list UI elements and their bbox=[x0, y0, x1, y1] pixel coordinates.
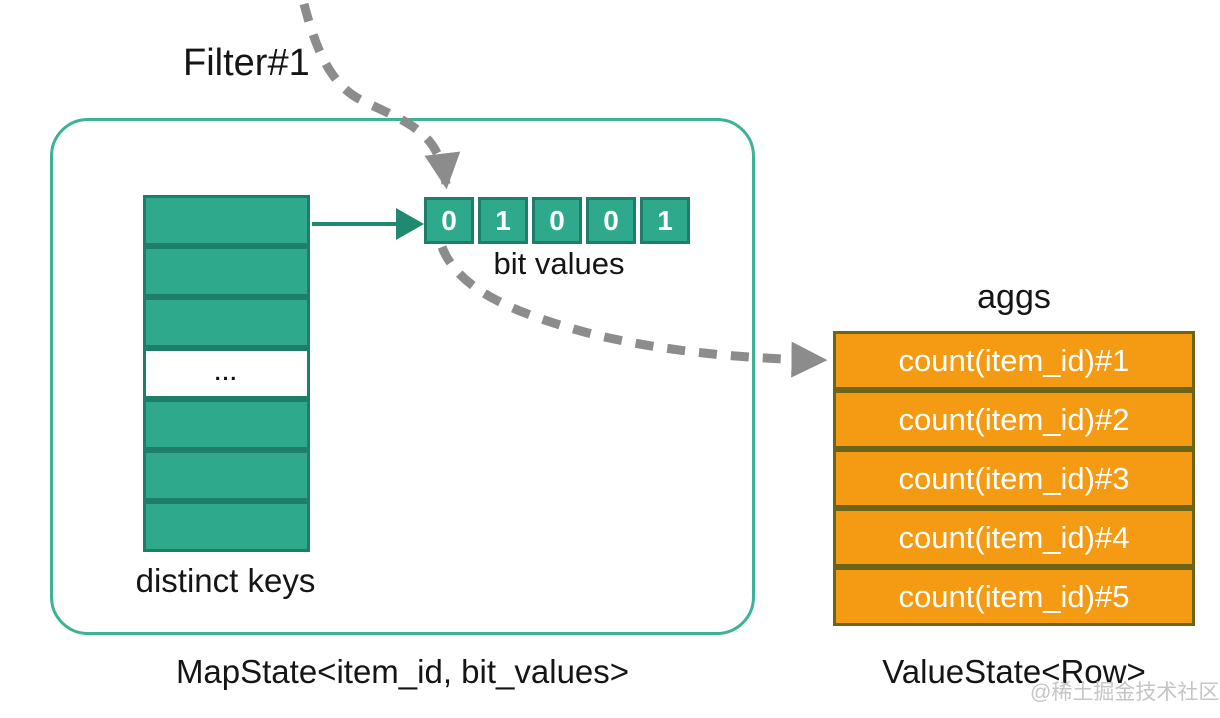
aggs-stack: count(item_id)#1 count(item_id)#2 count(… bbox=[833, 331, 1195, 626]
agg-row: count(item_id)#5 bbox=[833, 567, 1195, 626]
bit-cell: 0 bbox=[424, 197, 474, 244]
aggs-label: aggs bbox=[977, 278, 1051, 316]
agg-row: count(item_id)#3 bbox=[833, 449, 1195, 508]
distinct-keys-stack: ... bbox=[143, 195, 310, 552]
key-row bbox=[143, 501, 310, 552]
mapstate-caption: MapState<item_id, bit_values> bbox=[175, 653, 630, 690]
bit-values-array: 0 1 0 0 1 bbox=[424, 197, 690, 244]
filter-label: Filter#1 bbox=[183, 42, 310, 84]
agg-row: count(item_id)#4 bbox=[833, 508, 1195, 567]
key-row-ellipsis: ... bbox=[143, 348, 310, 399]
bit-cell: 1 bbox=[640, 197, 690, 244]
distinct-keys-label: distinct keys bbox=[135, 562, 316, 599]
valuestate-caption: ValueState<Row> bbox=[882, 653, 1146, 690]
key-row bbox=[143, 195, 310, 246]
key-row bbox=[143, 297, 310, 348]
bit-cell: 0 bbox=[586, 197, 636, 244]
key-row bbox=[143, 399, 310, 450]
key-row bbox=[143, 450, 310, 501]
bit-values-label: bit values bbox=[493, 246, 625, 281]
bit-cell: 1 bbox=[478, 197, 528, 244]
watermark: @稀土掘金技术社区 bbox=[1030, 681, 1220, 704]
bit-cell: 0 bbox=[532, 197, 582, 244]
key-row bbox=[143, 246, 310, 297]
agg-row: count(item_id)#2 bbox=[833, 390, 1195, 449]
agg-row: count(item_id)#1 bbox=[833, 331, 1195, 390]
